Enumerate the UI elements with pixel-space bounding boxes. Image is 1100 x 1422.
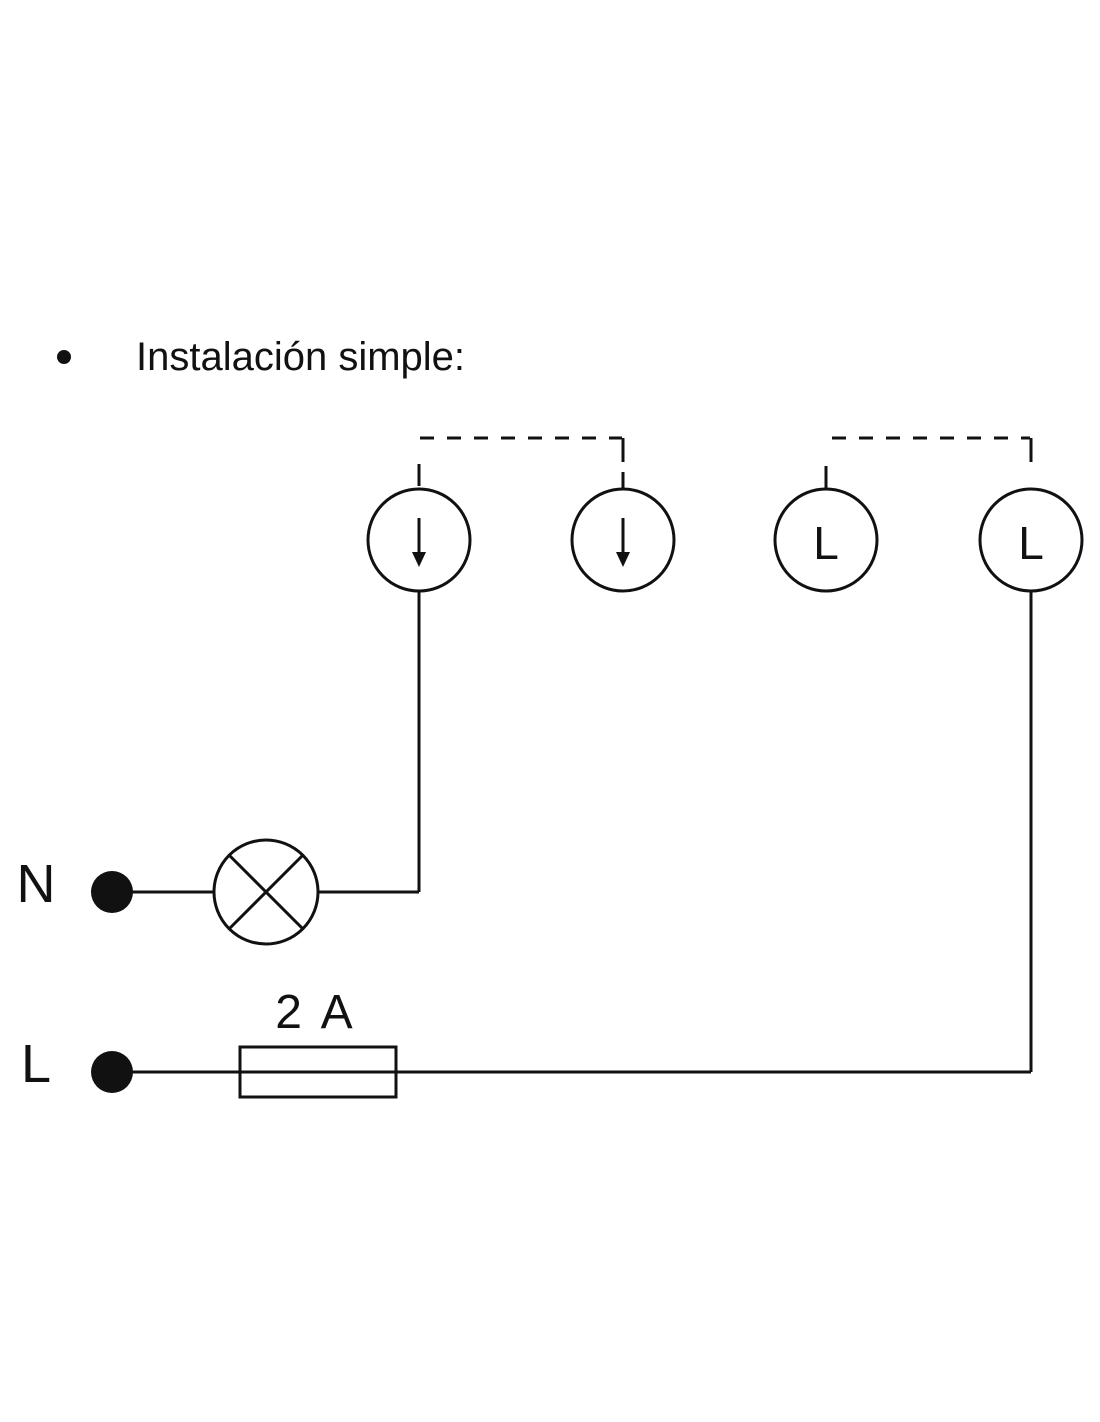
heading-text: Instalación simple: — [136, 335, 465, 379]
linkage-right — [824, 436, 1033, 488]
terminal-4: L — [978, 487, 1084, 593]
terminal-3-label: L — [813, 517, 839, 569]
terminal-3: L — [773, 487, 879, 593]
terminal-1 — [366, 487, 472, 593]
heading-bullet — [57, 350, 71, 364]
wire-terminal1-to-lamp — [318, 591, 421, 894]
lamp-icon — [212, 838, 320, 946]
line-label: L — [21, 1034, 51, 1094]
fuse-icon — [238, 1045, 398, 1099]
neutral-label: N — [17, 854, 56, 914]
arrow-down-icon — [616, 518, 630, 567]
terminal-2 — [570, 487, 676, 593]
wire-terminal4-to-line — [396, 591, 1033, 1074]
terminal-4-label: L — [1018, 517, 1044, 569]
arrow-down-icon — [412, 518, 426, 567]
linkage-left — [417, 436, 625, 488]
fuse-rating: 2 A — [275, 986, 356, 1039]
